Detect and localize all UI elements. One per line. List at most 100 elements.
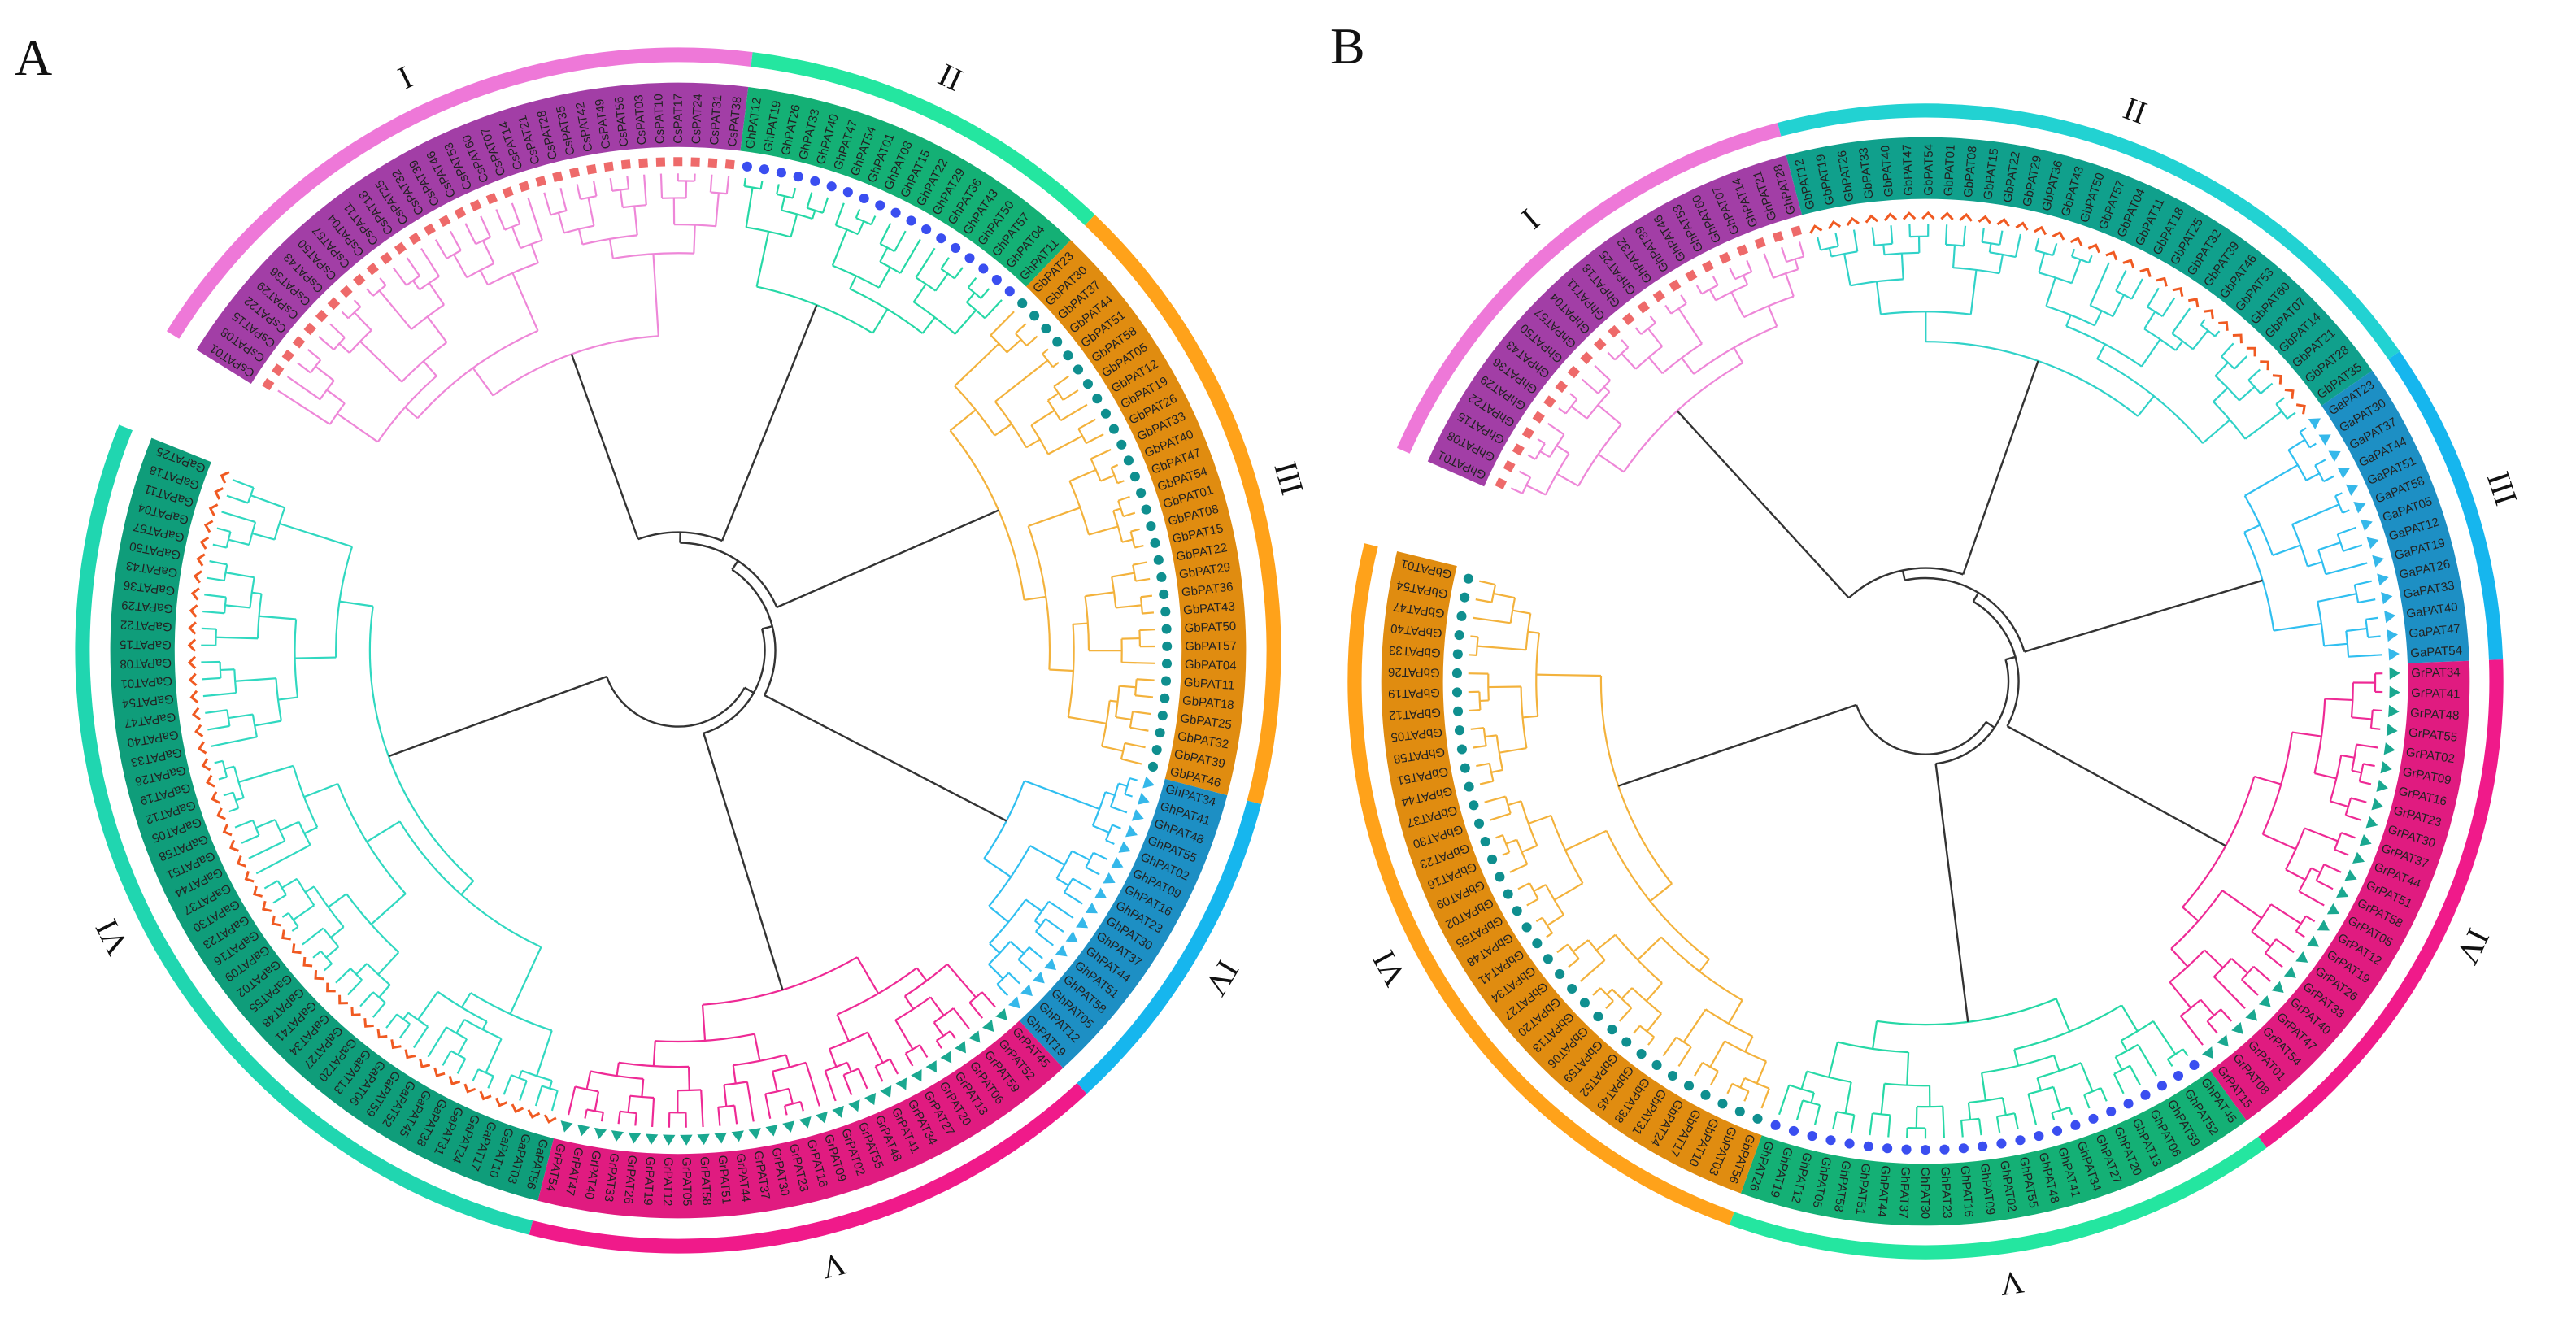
tree-branch — [2121, 1004, 2139, 1032]
leaf-gene-label: GhPAT23 — [1938, 1167, 1954, 1219]
tree-branch — [2161, 297, 2176, 317]
tree-branch — [294, 656, 337, 659]
leaf-gene-label: GrPAT34 — [2411, 666, 2461, 681]
tree-branch — [1554, 882, 1584, 901]
leaf-gene-label: GbPAT12 — [1389, 705, 1442, 722]
tree-branch-arc — [2329, 755, 2343, 802]
leaf-square-marker — [281, 349, 295, 363]
leaf-circle-marker — [810, 176, 820, 186]
leaf-circle-marker — [1151, 745, 1162, 755]
tree-branch — [1647, 328, 1664, 347]
leaf-triangle-marker — [2388, 648, 2400, 661]
tree-branch — [1479, 780, 1494, 785]
tree-branch-arc — [1830, 250, 1858, 258]
tree-branch-arc — [1564, 398, 1578, 415]
tree-branch — [1981, 228, 1985, 242]
leaf-arrow-marker — [2172, 287, 2184, 298]
tree-branch — [1129, 726, 1149, 732]
tree-branch — [216, 527, 231, 533]
tree-branch — [559, 188, 568, 211]
leaf-square-marker — [366, 262, 379, 276]
tree-branch — [1055, 877, 1069, 887]
tree-branch — [481, 240, 495, 264]
tree-branch-arc — [487, 262, 539, 286]
leaf-circle-marker — [742, 161, 752, 172]
tree-branch — [2130, 278, 2143, 300]
leaf-circle-marker — [1157, 710, 1168, 721]
leaf-square-marker — [340, 285, 353, 298]
tree-branch — [2169, 981, 2192, 1009]
tree-branch — [1952, 245, 1956, 268]
tree-branch — [518, 1070, 523, 1079]
tree-branch — [2170, 948, 2189, 968]
leaf-gene-label: GaPAT29 — [121, 598, 174, 616]
tree-branch — [2247, 368, 2261, 381]
leaf-triangle-marker — [848, 1099, 860, 1112]
tree-branch-arc — [2350, 682, 2354, 718]
tree-branch — [1007, 972, 1020, 985]
tree-branch — [1508, 800, 1522, 807]
tree-branch — [2013, 1112, 2019, 1129]
tree-branch — [725, 176, 730, 194]
tree-branch — [2137, 395, 2155, 417]
leaf-triangle-marker — [1044, 958, 1057, 971]
clade-ring-segment — [529, 1083, 1087, 1254]
leaf-arrow-marker — [236, 855, 246, 868]
leaf-square-marker — [1608, 324, 1621, 338]
leaf-gene-label: GaPAT47 — [2408, 622, 2461, 641]
leaf-arrow-marker — [2295, 403, 2306, 415]
tree-branch — [1677, 307, 1703, 345]
leaf-square-marker — [552, 171, 564, 183]
tree-branch-arc — [313, 885, 345, 928]
tree-branch — [378, 984, 391, 998]
tree-branch — [867, 1032, 884, 1064]
tree-branch — [1130, 528, 1140, 533]
tree-branch — [2363, 763, 2375, 768]
tree-branch — [1072, 877, 1092, 890]
tree-branch — [1068, 716, 1107, 724]
leaf-circle-marker — [1567, 983, 1577, 994]
tree-branch-arc — [1139, 597, 1143, 614]
tree-branch — [2036, 1077, 2043, 1091]
tree-branch — [2213, 976, 2246, 1010]
tree-branch — [1730, 291, 1745, 318]
backbone-arc — [1973, 600, 2020, 727]
tree-branch — [723, 1085, 728, 1107]
tree-branches — [201, 173, 1155, 1128]
leaf-circle-marker — [1882, 1143, 1893, 1154]
tree-branch — [872, 308, 889, 334]
tree-branch-arc — [590, 1070, 644, 1080]
backbone-branch — [1985, 720, 1995, 729]
tree-branch — [1025, 898, 1043, 912]
leaf-triangle-marker — [1065, 931, 1078, 943]
tree-branch — [355, 963, 368, 976]
tree-branch — [990, 311, 1015, 337]
tree-branch — [2314, 459, 2326, 467]
clade-label-band — [1026, 240, 1247, 796]
tree-branch-arc — [807, 207, 824, 214]
tree-branch — [608, 238, 614, 259]
tree-branch-arc — [2180, 998, 2202, 1017]
tree-branch — [2171, 307, 2191, 334]
tree-branch-arc — [1124, 777, 1131, 795]
leaf-square-marker — [673, 157, 683, 167]
tree-branch — [449, 230, 462, 251]
clade-ring-segment — [2388, 351, 2504, 660]
tree-branch-arc — [940, 268, 955, 280]
leaf-triangle-marker — [911, 1069, 922, 1082]
leaf-gene-label: GbPAT19 — [1388, 685, 1440, 700]
tree-branch — [2114, 1056, 2123, 1071]
leaf-arrow-marker — [2218, 321, 2229, 331]
tree-branch — [1834, 233, 1839, 246]
leaf-circle-marker — [1460, 763, 1470, 773]
tree-branch-arc — [275, 678, 282, 721]
tree-branch — [479, 269, 489, 285]
tree-branch — [1728, 999, 1743, 1025]
tree-branch-arc — [215, 629, 217, 646]
leaf-triangle-marker — [1142, 776, 1155, 789]
tree-branch — [753, 1033, 761, 1061]
leaf-circle-marker — [1153, 555, 1164, 565]
tree-branch — [1960, 1120, 1964, 1138]
leaf-gene-label: CsPAT17 — [672, 94, 685, 144]
leaf-circle-marker — [978, 263, 989, 274]
